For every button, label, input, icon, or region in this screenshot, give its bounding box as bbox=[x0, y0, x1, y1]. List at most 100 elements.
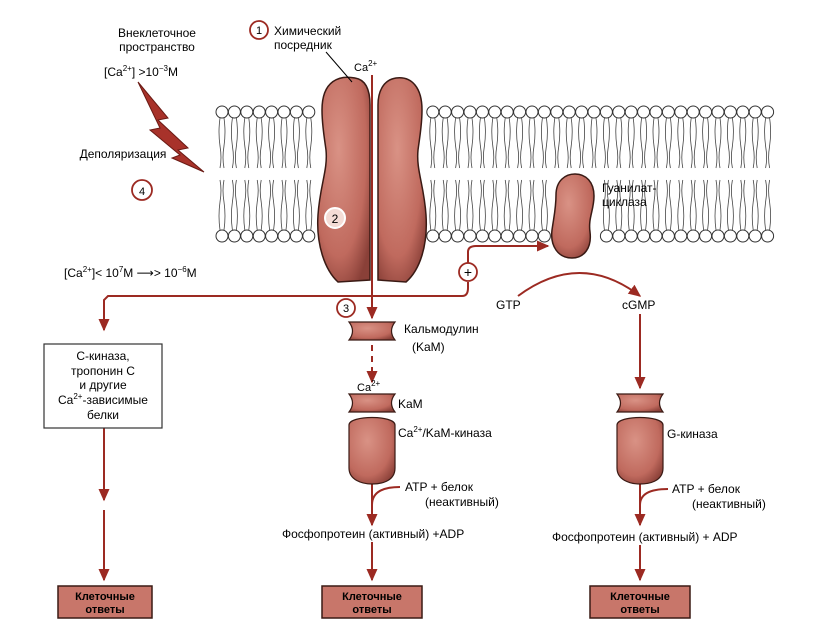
lipid-tail bbox=[255, 179, 259, 231]
lipid-tail bbox=[545, 117, 548, 169]
lipid-head bbox=[240, 229, 254, 243]
lipid-tail bbox=[483, 179, 486, 231]
response-2-label-2: ответы bbox=[352, 604, 391, 616]
lipid-tail bbox=[470, 179, 474, 231]
lipid-tail bbox=[441, 117, 445, 169]
lipid-tail bbox=[603, 179, 606, 231]
lipid-tail bbox=[631, 179, 635, 231]
lipid-head bbox=[723, 229, 737, 243]
cell-response-box-2 bbox=[321, 585, 423, 619]
lipid-tail bbox=[677, 179, 681, 231]
lipid-tail bbox=[259, 117, 263, 169]
lipid-tail bbox=[495, 179, 499, 231]
chemical-messenger-label-2: посредник bbox=[274, 38, 333, 52]
ca-kam-kinase-shape bbox=[348, 416, 396, 485]
lipid-head bbox=[463, 105, 477, 119]
lipid-tail bbox=[503, 179, 507, 231]
atp-branch-1 bbox=[371, 486, 401, 506]
lipid-tail bbox=[222, 117, 226, 169]
kam-label: KaM bbox=[398, 397, 423, 411]
lipid-tail bbox=[718, 179, 722, 231]
lipid-head bbox=[674, 105, 688, 119]
phosphoprotein-label-1: Фосфопротеин (активный) +ADP bbox=[282, 527, 464, 541]
lipid-tail bbox=[466, 179, 470, 231]
step-marker-3: 3 bbox=[336, 298, 356, 318]
atp-protein-label-1: ATP + белок bbox=[405, 480, 474, 494]
atp-branch-2 bbox=[639, 488, 669, 506]
lipid-tail bbox=[235, 117, 238, 169]
lipid-tail bbox=[479, 179, 482, 231]
lipid-tail bbox=[268, 117, 271, 169]
lipid-tail bbox=[441, 179, 445, 231]
lipid-tail bbox=[247, 179, 251, 231]
lipid-head bbox=[451, 229, 465, 243]
lipid-head bbox=[525, 105, 539, 119]
lipid-head bbox=[500, 229, 514, 243]
lipid-tail bbox=[433, 179, 437, 231]
lipid-tail bbox=[714, 179, 718, 231]
lipid-tail bbox=[247, 117, 251, 169]
bound-calmodulin-shape bbox=[347, 393, 397, 413]
lipid-head bbox=[661, 229, 675, 243]
lipid-tail bbox=[272, 179, 275, 231]
lipid-tail bbox=[739, 179, 743, 231]
channel-left-subunit bbox=[316, 76, 371, 283]
lipid-head bbox=[302, 105, 316, 119]
channel-ca-label: Ca2+ bbox=[354, 59, 378, 74]
guanylate-cyclase-shape bbox=[550, 173, 595, 259]
lipid-tail bbox=[284, 117, 288, 169]
lipid-tail bbox=[243, 179, 247, 231]
lipid-tail bbox=[706, 117, 709, 169]
lipid-head bbox=[215, 229, 229, 243]
box-label-3: и другие bbox=[79, 378, 127, 392]
lipid-head bbox=[302, 229, 316, 243]
lipid-tail bbox=[603, 117, 606, 169]
lipid-head bbox=[277, 105, 291, 119]
lipid-head bbox=[649, 229, 663, 243]
activation-plus-marker: + bbox=[458, 262, 478, 282]
lipid-tail bbox=[218, 179, 222, 231]
lipid-head bbox=[699, 105, 713, 119]
lipid-tail bbox=[235, 179, 238, 231]
guanylate-cyclase-label-2: циклаза bbox=[602, 195, 647, 209]
channel-right-subunit bbox=[377, 77, 428, 283]
arrow-to-c-kinase bbox=[98, 295, 372, 332]
step-number-4: 4 bbox=[139, 186, 145, 198]
lipid-tail bbox=[751, 179, 755, 231]
lipid-tail bbox=[507, 179, 511, 231]
box-label-5: белки bbox=[87, 408, 119, 422]
lipid-head bbox=[265, 229, 279, 243]
lipid-tail bbox=[689, 117, 693, 169]
lipid-head bbox=[438, 229, 452, 243]
lipid-head bbox=[215, 105, 229, 119]
lipid-head bbox=[500, 105, 514, 119]
lipid-tail bbox=[429, 179, 433, 231]
lipid-tail bbox=[727, 179, 730, 231]
lipid-tail bbox=[594, 117, 598, 169]
lipid-head bbox=[475, 105, 489, 119]
lipid-head bbox=[488, 105, 502, 119]
lipid-head bbox=[624, 229, 638, 243]
g-kinase-cap-shape bbox=[615, 393, 665, 413]
lipid-tail bbox=[743, 117, 747, 169]
lipid-tail bbox=[615, 179, 619, 231]
lipid-tail bbox=[470, 117, 474, 169]
lipid-tail bbox=[656, 117, 660, 169]
lipid-tail bbox=[743, 179, 747, 231]
response-1-label-2: ответы bbox=[85, 604, 124, 616]
lipid-tail bbox=[627, 179, 631, 231]
step-number-1: 1 bbox=[256, 25, 262, 37]
lipid-head bbox=[475, 229, 489, 243]
lipid-head bbox=[265, 105, 279, 119]
lipid-tail bbox=[466, 117, 470, 169]
lipid-head bbox=[711, 229, 725, 243]
lipid-tail bbox=[222, 179, 226, 231]
lipid-tail bbox=[293, 179, 296, 231]
chemical-messenger-label-1: Химический bbox=[274, 24, 341, 38]
lipid-tail bbox=[652, 117, 656, 169]
lipid-head bbox=[637, 105, 651, 119]
lipid-tail bbox=[702, 117, 705, 169]
lipid-tail bbox=[644, 179, 647, 231]
lipid-head bbox=[736, 229, 750, 243]
lipid-tail bbox=[545, 179, 548, 231]
